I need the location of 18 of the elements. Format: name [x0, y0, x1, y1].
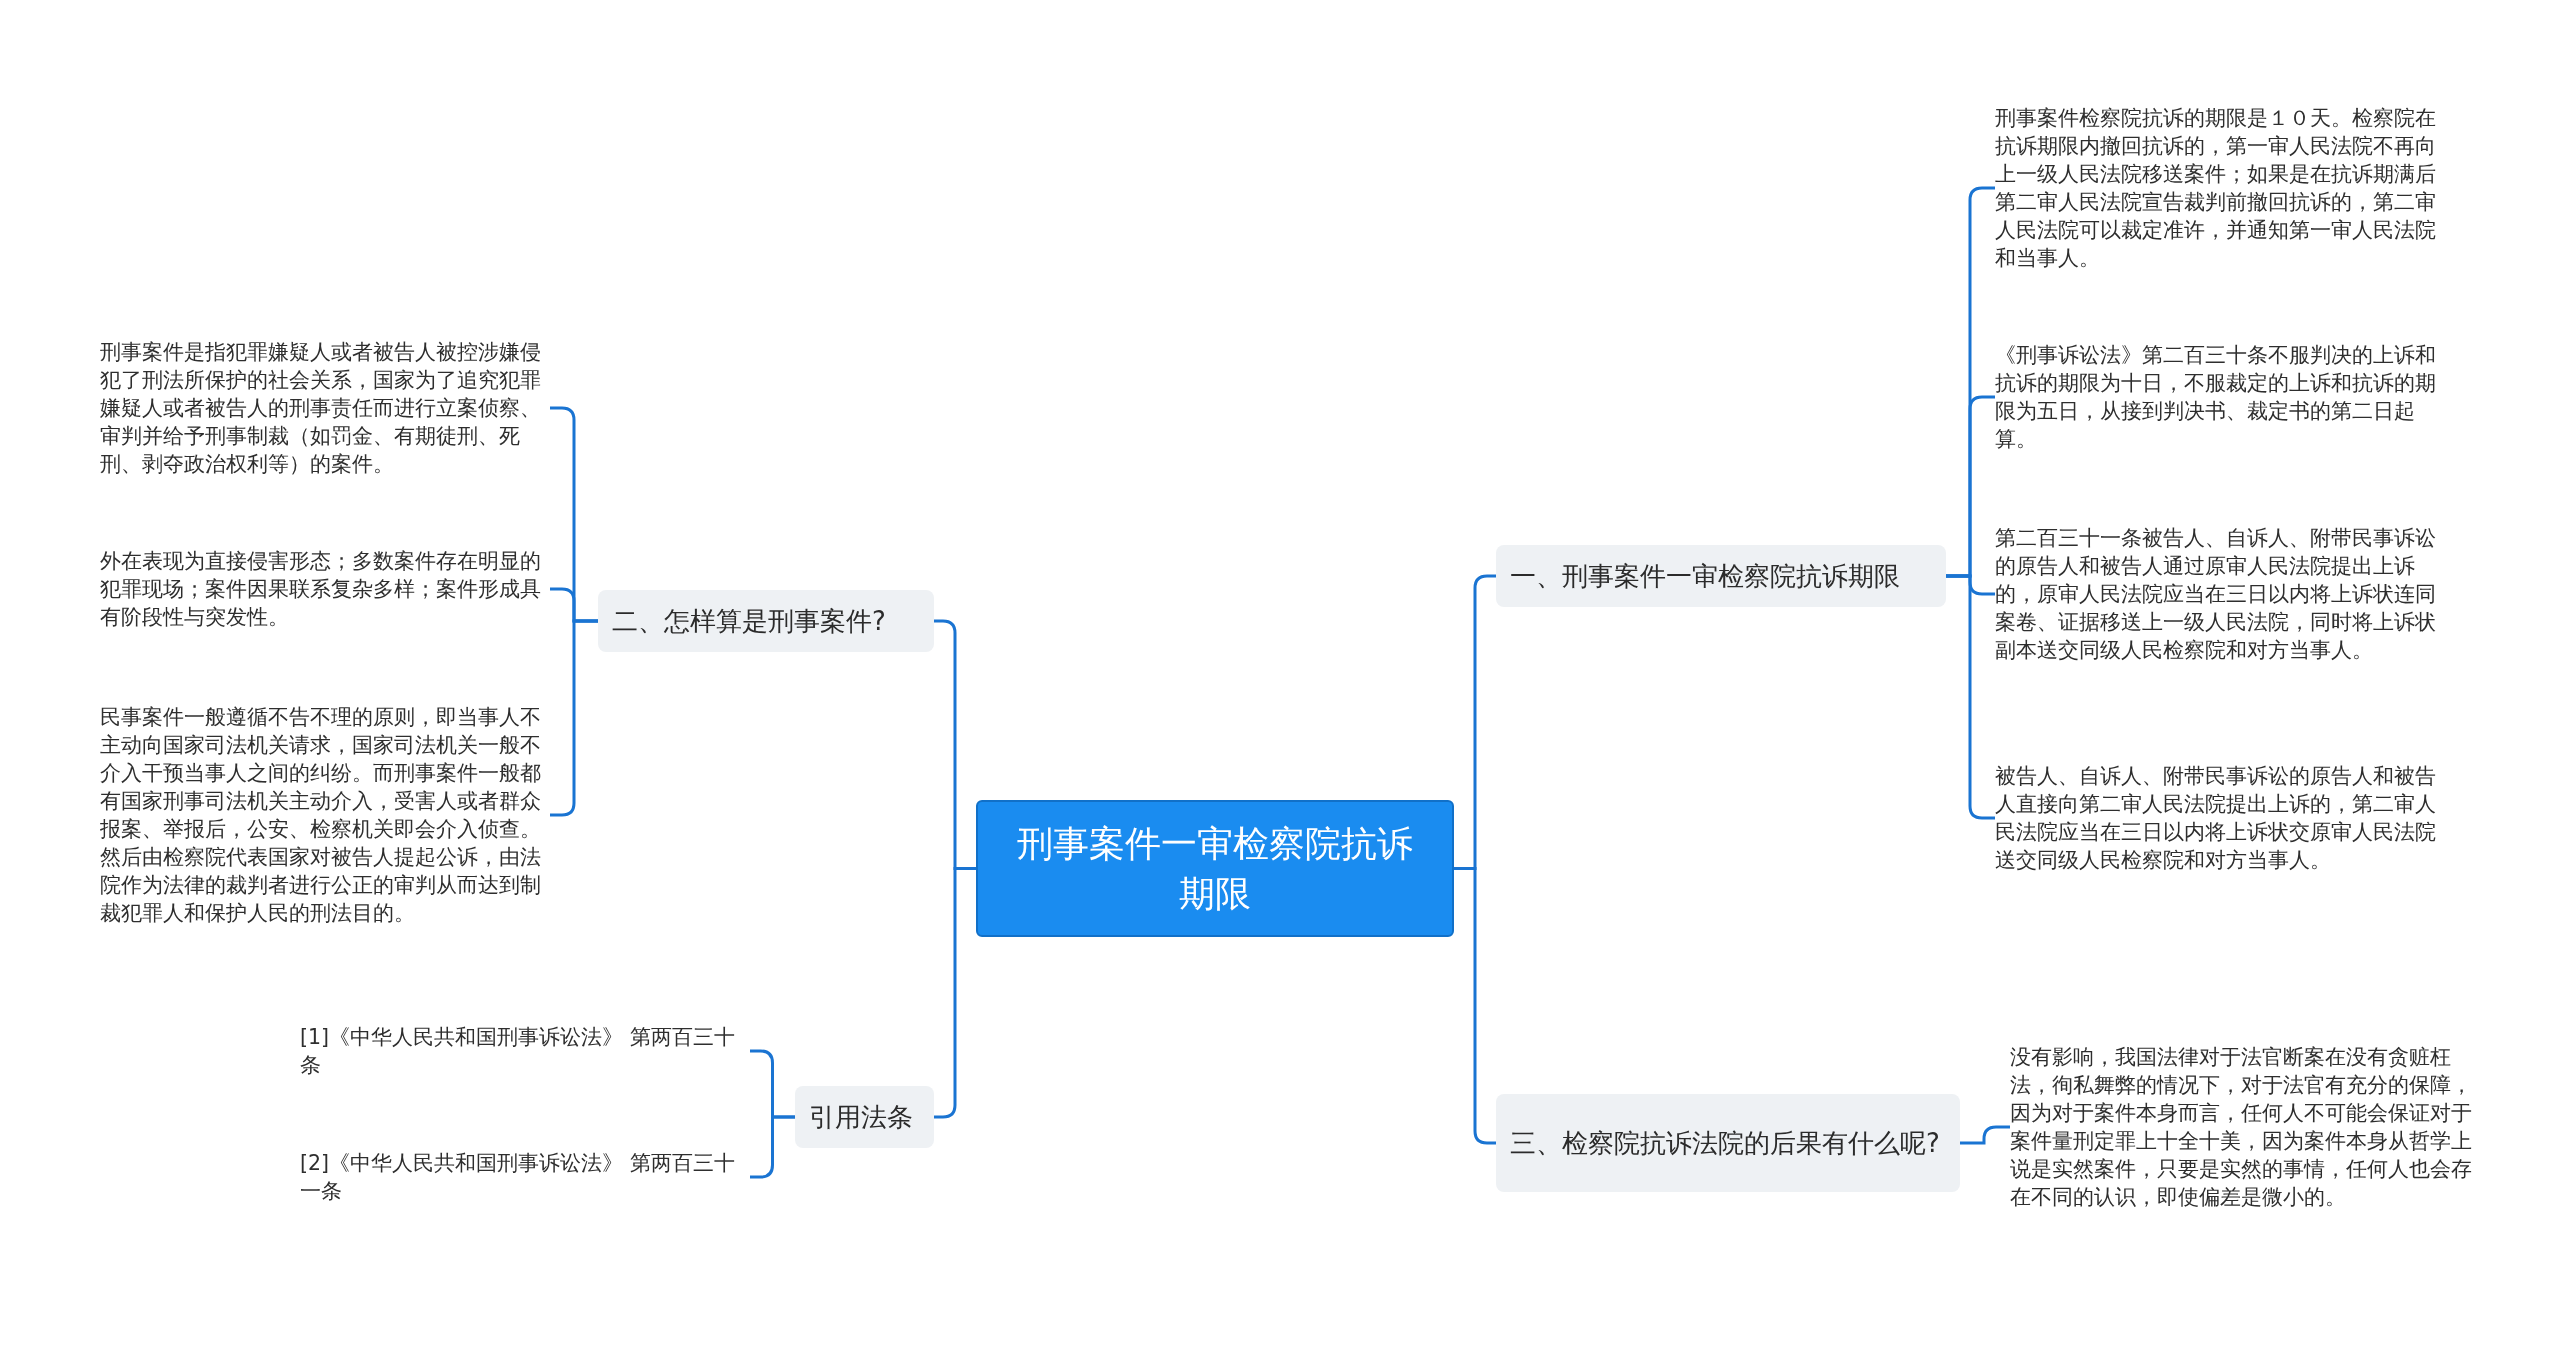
topic-box: 引用法条	[795, 1086, 934, 1148]
note-text: 民事案件一般遵循不告不理的原则，即当事人不主动向国家司法机关请求，国家司法机关一般不介入干预当事人之间的纠纷。而刑事案件一般都有国家刑事司法机关主动介入，受害人或者群众报案、举报后，公安、检察机关即会介入侦查。然后由检察院代表国家对被告人提起公诉，由法院作为法律的裁判者进行公正的审判从而达到制裁犯罪人和保护人民的刑法目的。	[100, 703, 550, 927]
topic-box: 三、检察院抗诉法院的后果有什么呢?	[1496, 1094, 1960, 1192]
note-text: [2]《中华人民共和国刑事诉讼法》 第两百三十一条	[300, 1149, 750, 1205]
connector-line	[1960, 1125, 2010, 1145]
note-text: 《刑事诉讼法》第二百三十条不服判决的上诉和抗诉的期限为十日，不服裁定的上诉和抗诉的期限为五日，从接到判决书、裁定书的第二日起算。	[1995, 341, 2455, 453]
central-topic-box: 刑事案件一审检察院抗诉期限	[976, 800, 1454, 937]
note-text: 外在表现为直接侵害形态；多数案件存在明显的犯罪现场；案件因果联系复杂多样；案件形成具有阶段性与突发性。	[100, 547, 550, 631]
connector-line	[934, 867, 976, 1119]
note-text: 刑事案件检察院抗诉的期限是１０天。检察院在抗诉期限内撤回抗诉的，第一审人民法院不再向上一级人民法院移送案件；如果是在抗诉期满后第二审人民法院宣告裁判前撤回抗诉的，第二审人民法院可以裁定准许，并通知第一审人民法院和当事人。	[1995, 104, 2455, 272]
note-text: 被告人、自诉人、附带民事诉讼的原告人和被告人直接向第二审人民法院提出上诉的，第二审人民法院应当在三日以内将上诉状交原审人民法院送交同级人民检察院和对方当事人。	[1995, 762, 2455, 874]
note-text: 刑事案件是指犯罪嫌疑人或者被告人被控涉嫌侵犯了刑法所保护的社会关系，国家为了追究犯罪嫌疑人或者被告人的刑事责任而进行立案侦察、审判并给予刑事制裁（如罚金、有期徒刑、死刑、剥夺政治权利等）的案件。	[100, 338, 550, 478]
topic-box: 一、刑事案件一审检察院抗诉期限	[1496, 545, 1946, 607]
topic-box: 二、怎样算是刑事案件?	[598, 590, 934, 652]
note-text: 第二百三十一条被告人、自诉人、附带民事诉讼的原告人和被告人通过原审人民法院提出上诉的，原审人民法院应当在三日以内将上诉状连同案卷、证据移送上一级人民法院，同时将上诉状副本送交同级人民检察院和对方当事人。	[1995, 524, 2455, 664]
note-text: 没有影响，我国法律对于法官断案在没有贪赃枉法，徇私舞弊的情况下，对于法官有充分的保障，因为对于案件本身而言，任何人不可能会保证对于案件量刑定罪上十全十美，因为案件本身从哲学上说是实然案件，只要是实然的事情，任何人也会存在不同的认识，即使偏差是微小的。	[2010, 1043, 2472, 1211]
connector-line	[1454, 867, 1496, 1145]
note-text: [1]《中华人民共和国刑事诉讼法》 第两百三十条	[300, 1023, 750, 1079]
